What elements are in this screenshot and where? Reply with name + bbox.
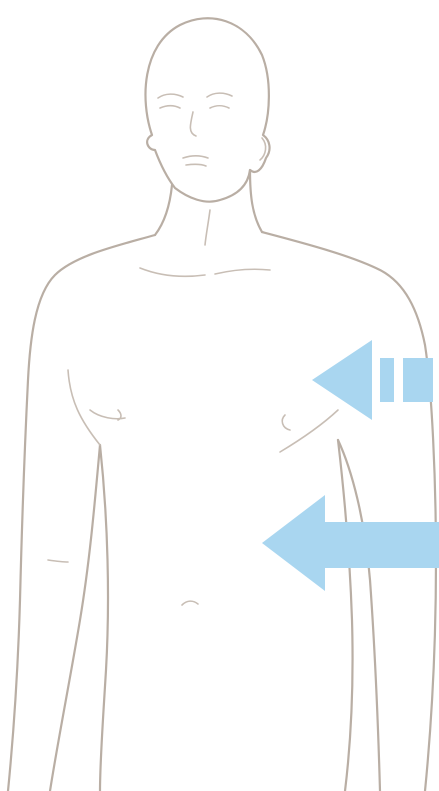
right-side-torso [338,440,353,791]
clavicle-left [140,268,205,276]
eye-right [210,106,229,108]
right-outer-arm [425,560,436,791]
left-side-torso [100,445,108,791]
upper-arrow-icon [312,340,433,420]
shoulder-left-muscle [68,370,100,445]
chest-right [280,410,338,452]
neck-right [250,170,262,232]
left-elbow-mark [48,560,68,562]
brow-right [207,93,232,97]
nose [190,112,196,136]
mouth [183,156,208,158]
lip-line [186,164,206,166]
clavicle-right [215,269,270,274]
brow-left [158,94,183,98]
nipple-right [282,415,290,430]
neck-line [205,210,210,245]
neck-left [155,185,172,235]
navel [182,601,198,605]
eye-left [160,106,180,108]
torso-left-outline [8,235,155,791]
ear-detail [260,138,266,160]
left-inner-arm [50,445,100,791]
